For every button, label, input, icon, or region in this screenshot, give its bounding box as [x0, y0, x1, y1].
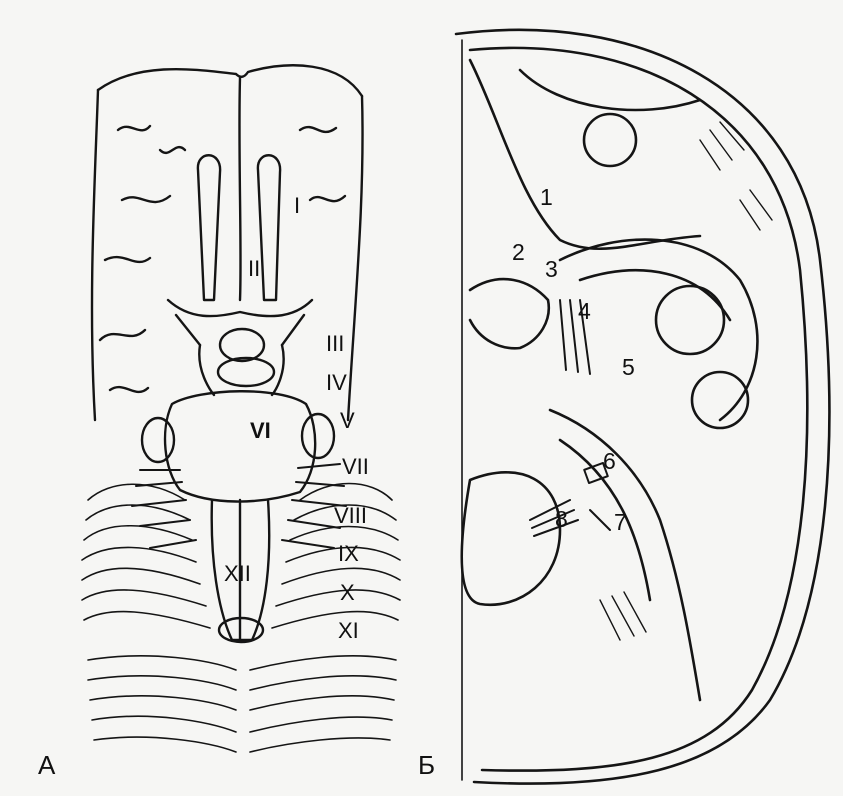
foramen-label-7: 7 [614, 511, 627, 534]
nerve-label-XII: XII [224, 563, 251, 585]
foramen-label-5: 5 [622, 356, 635, 379]
nerve-label-V: V [340, 410, 355, 432]
nerve-label-IV: IV [326, 372, 347, 394]
nerve-label-I: I [294, 195, 300, 217]
frontal-lobes [92, 65, 363, 420]
nerve-label-VII: VII [342, 456, 369, 478]
foramen-label-4: 4 [578, 300, 591, 323]
pons [165, 391, 315, 501]
skull-base [456, 30, 829, 784]
nerve-label-II: II [248, 258, 260, 280]
foramen-label-8: 8 [555, 508, 568, 531]
foramen-label-6: 6 [603, 450, 616, 473]
nerve-label-III: III [326, 333, 344, 355]
foramen-label-1: 1 [540, 186, 553, 209]
foramen-label-3: 3 [545, 258, 558, 281]
nerve-label-VIII: VIII [334, 505, 367, 527]
nerve-label-VI: VI [250, 420, 271, 442]
panel-letter-b: Б [418, 752, 435, 778]
nerve-label-XI: XI [338, 620, 359, 642]
nerve-label-IX: IX [338, 543, 359, 565]
trigeminal-stumps [142, 414, 334, 462]
nerve-label-X: X [340, 582, 355, 604]
panel-letter-a: A [38, 752, 55, 778]
optic-chiasm [168, 300, 312, 395]
foramen-label-2: 2 [512, 241, 525, 264]
